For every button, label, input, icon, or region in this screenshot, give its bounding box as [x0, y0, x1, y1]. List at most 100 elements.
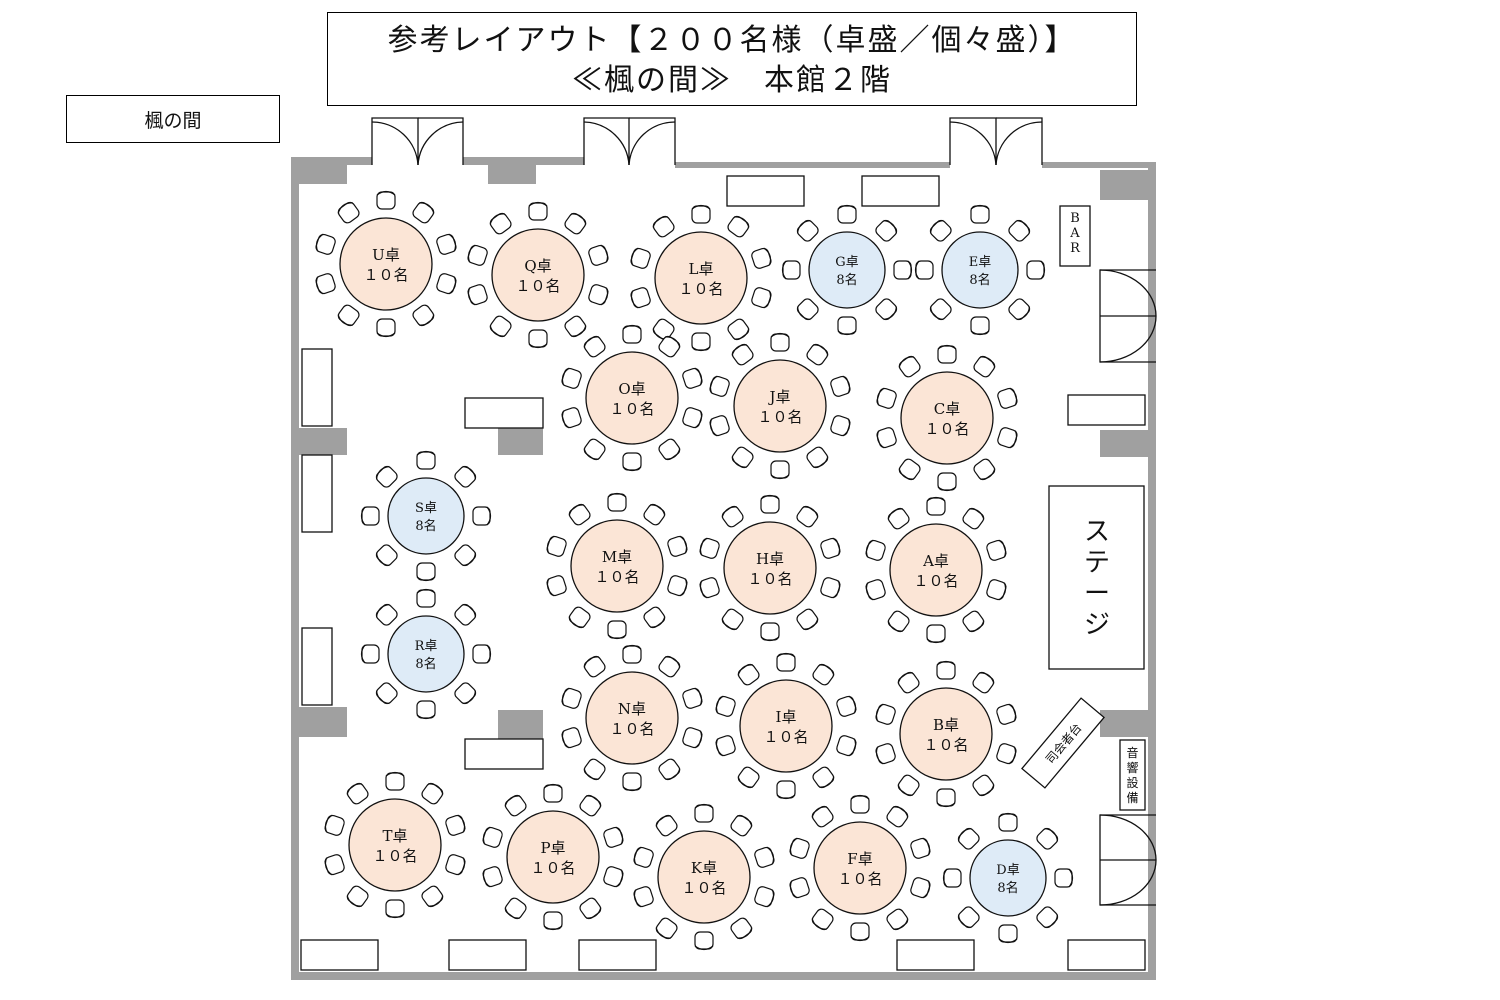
chair: [986, 579, 1007, 601]
chair: [603, 826, 624, 848]
chair: [836, 695, 857, 717]
chair: [416, 588, 436, 608]
table-name: P卓: [540, 839, 565, 857]
chair: [937, 472, 957, 492]
chair: [691, 204, 711, 224]
table-seat-count: １０名: [594, 568, 639, 586]
table-seat-count: １０名: [747, 570, 792, 588]
chair: [561, 367, 582, 389]
chair: [630, 247, 651, 269]
chair: [897, 671, 920, 694]
chair: [727, 318, 750, 341]
chair: [730, 917, 753, 940]
chair: [1054, 868, 1074, 888]
chair: [658, 758, 681, 781]
table-seat-count: 8名: [836, 272, 857, 288]
chair: [694, 803, 714, 823]
chair: [970, 204, 990, 224]
chair: [887, 610, 910, 633]
table-top: [723, 521, 817, 615]
table-seat-count: １０名: [363, 266, 408, 284]
chair: [583, 758, 606, 781]
chair: [694, 931, 714, 951]
chair: [730, 814, 753, 837]
chair: [796, 219, 819, 242]
chair: [942, 868, 962, 888]
chair: [504, 794, 527, 817]
title-line-1: 参考レイアウト【２００名様（卓盛／個々盛）】: [387, 23, 1077, 58]
chair: [375, 682, 398, 705]
chair: [770, 460, 790, 480]
table-seat-count: １０名: [609, 400, 654, 418]
table-name: G卓: [835, 255, 858, 270]
chair: [715, 695, 736, 717]
table-seat-count: １０名: [837, 870, 882, 888]
table-name: L卓: [689, 260, 714, 278]
chair: [996, 703, 1017, 725]
chair: [850, 922, 870, 942]
chair: [957, 827, 980, 850]
table-top: [808, 231, 886, 309]
chair: [910, 837, 931, 859]
chair: [561, 687, 582, 709]
chair: [652, 215, 675, 238]
chair: [630, 287, 651, 309]
table-seat-count: 8名: [969, 272, 990, 288]
table-seat-count: １０名: [609, 720, 654, 738]
chair: [416, 450, 436, 470]
door-top-2: [583, 117, 676, 166]
chair: [998, 812, 1018, 832]
chair: [910, 877, 931, 899]
table-top: [506, 810, 600, 904]
chair: [489, 315, 512, 338]
chair: [830, 415, 851, 437]
chair: [643, 503, 666, 526]
chair: [760, 622, 780, 642]
chair: [865, 539, 886, 561]
chair: [699, 537, 720, 559]
chair: [820, 537, 841, 559]
table-seat-count: １０名: [530, 859, 575, 877]
stage-label: ステージ: [1084, 517, 1110, 640]
door-right-2: [1099, 814, 1157, 906]
table-top: [585, 351, 679, 445]
chair: [421, 885, 444, 908]
chair: [886, 805, 909, 828]
chair: [454, 544, 477, 567]
chair: [929, 219, 952, 242]
table-name: S卓: [415, 501, 437, 516]
chair: [893, 260, 913, 280]
chair: [737, 766, 760, 789]
table-name: F卓: [847, 850, 872, 868]
table-top: [969, 839, 1047, 917]
chair: [875, 743, 896, 765]
chair: [385, 899, 405, 919]
chair: [926, 496, 946, 516]
chair: [997, 387, 1018, 409]
chair: [376, 318, 396, 338]
chair: [936, 788, 956, 808]
chair: [467, 244, 488, 266]
chair: [376, 190, 396, 210]
title-line-2: ≪楓の間≫ 本館２階: [572, 63, 892, 98]
table-name: O卓: [618, 380, 645, 398]
chair: [830, 375, 851, 397]
table-name: Q卓: [524, 257, 551, 275]
chair: [579, 897, 602, 920]
chair: [375, 465, 398, 488]
chair: [875, 298, 898, 321]
chair: [996, 743, 1017, 765]
chair: [811, 805, 834, 828]
chair: [655, 917, 678, 940]
chair: [886, 908, 909, 931]
table-top: [654, 231, 748, 325]
chair: [699, 577, 720, 599]
side-counters: [300, 175, 1146, 971]
table-seat-count: １０名: [763, 728, 808, 746]
table-seat-count: １０名: [372, 847, 417, 865]
chair: [564, 315, 587, 338]
